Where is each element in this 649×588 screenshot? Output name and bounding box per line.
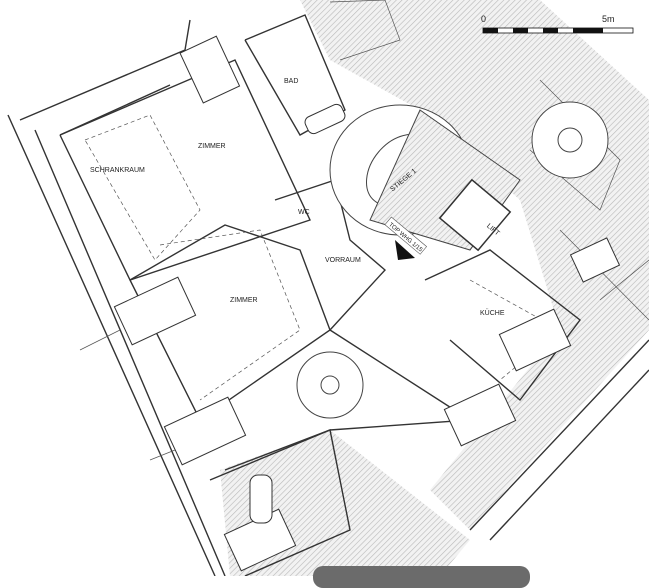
floor-plan: BAD ZIMMER SCHRANKRAUM WC VORRAUM ZIMMER… (7, 0, 649, 576)
spiral-stair (296, 101, 609, 419)
scale-end: 5m (602, 14, 615, 24)
scale-start: 0 (481, 14, 486, 24)
entrance-arrow-icon (395, 240, 415, 260)
room-label-bad: BAD (284, 78, 298, 85)
viewer-toolbar[interactable] (313, 566, 530, 588)
room-label-zimmer-2: ZIMMER (230, 297, 258, 304)
room-label-kueche: KÜCHE (480, 309, 505, 317)
lift-shaft (438, 178, 512, 252)
room-label-schrankraum: SCHRANKRAUM (90, 167, 145, 174)
room-label-wc: WC (298, 209, 310, 216)
furniture (113, 35, 621, 572)
room-label-vorraum: VORRAUM (325, 257, 361, 264)
scale-bar: 0 5m (481, 14, 634, 34)
room-label-zimmer: ZIMMER (198, 143, 226, 150)
